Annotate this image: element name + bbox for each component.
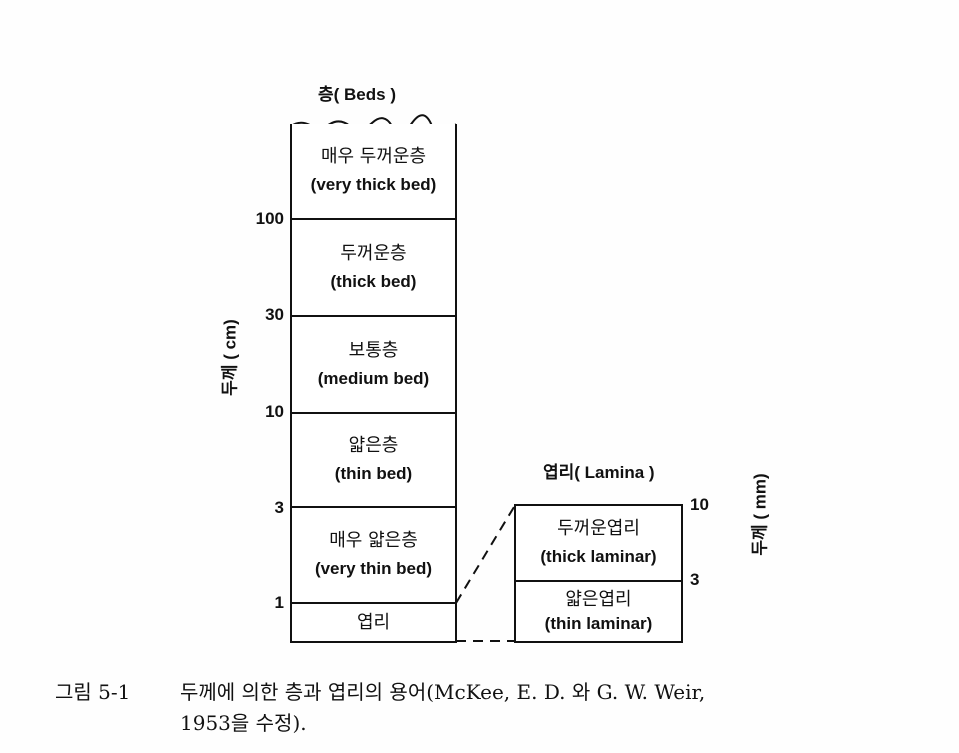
lamina-axis-label: 두께 ( mm) <box>750 473 770 556</box>
beds-axis-label: 두께 ( cm) <box>220 319 240 396</box>
layer-thick-bed: 두꺼운층 (thick bed) <box>292 220 455 317</box>
layer-en: (thick bed) <box>330 271 417 291</box>
tick-3mm: 3 <box>690 570 700 589</box>
beds-column: 매우 두꺼운층 (very thick bed) 두꺼운층 (thick bed… <box>290 124 457 643</box>
tick-30: 30 <box>265 305 284 324</box>
beds-title: 층( Beds ) <box>318 85 396 104</box>
tick-3: 3 <box>274 498 284 517</box>
layer-medium-bed: 보통층 (medium bed) <box>292 317 455 414</box>
layer-en: (thick laminar) <box>540 547 657 566</box>
layer-en: (medium bed) <box>317 368 430 388</box>
caption-line-1: 두께에 의한 층과 엽리의 용어(McKee, E. D. 와 G. W. We… <box>180 680 706 704</box>
layer-en: (very thin bed) <box>314 559 433 578</box>
layer-ko: 엽리 <box>356 611 391 633</box>
layer-ko: 얇은엽리 <box>565 588 632 610</box>
layer-thin-bed: 얇은층 (thin bed) <box>292 414 455 508</box>
tick-10mm: 10 <box>690 495 709 514</box>
tick-100: 100 <box>255 209 284 228</box>
tick-1: 1 <box>274 593 284 612</box>
layer-en: (thin bed) <box>334 464 413 483</box>
layer-very-thick-bed: 매우 두꺼운층 (very thick bed) <box>292 124 455 220</box>
lamina-column: 두꺼운엽리 (thick laminar) 얇은엽리 (thin laminar… <box>514 504 683 643</box>
figure-label: 그림 5-1 <box>55 680 131 704</box>
layer-ko: 매우 얇은층 <box>329 530 418 551</box>
layer-thin-laminar: 얇은엽리 (thin laminar) <box>516 582 681 641</box>
layer-thick-laminar: 두꺼운엽리 (thick laminar) <box>516 506 681 582</box>
layer-ko: 매우 두꺼운층 <box>320 146 427 167</box>
layer-ko: 두꺼운층 <box>340 242 407 264</box>
dashed-connector-top <box>455 506 515 604</box>
layer-en: (thin laminar) <box>544 613 653 633</box>
layer-en: (very thick bed) <box>310 175 437 194</box>
lamina-title: 엽리( Lamina ) <box>543 463 655 482</box>
layer-ko: 얇은층 <box>348 435 399 456</box>
layer-ko: 보통층 <box>348 339 399 361</box>
layer-very-thin-bed: 매우 얇은층 (very thin bed) <box>292 508 455 604</box>
caption-line-2: 1953을 수정). <box>180 711 307 735</box>
layer-lamina: 엽리 <box>292 604 455 641</box>
layer-ko: 두꺼운엽리 <box>557 518 640 539</box>
tick-10: 10 <box>265 402 284 421</box>
